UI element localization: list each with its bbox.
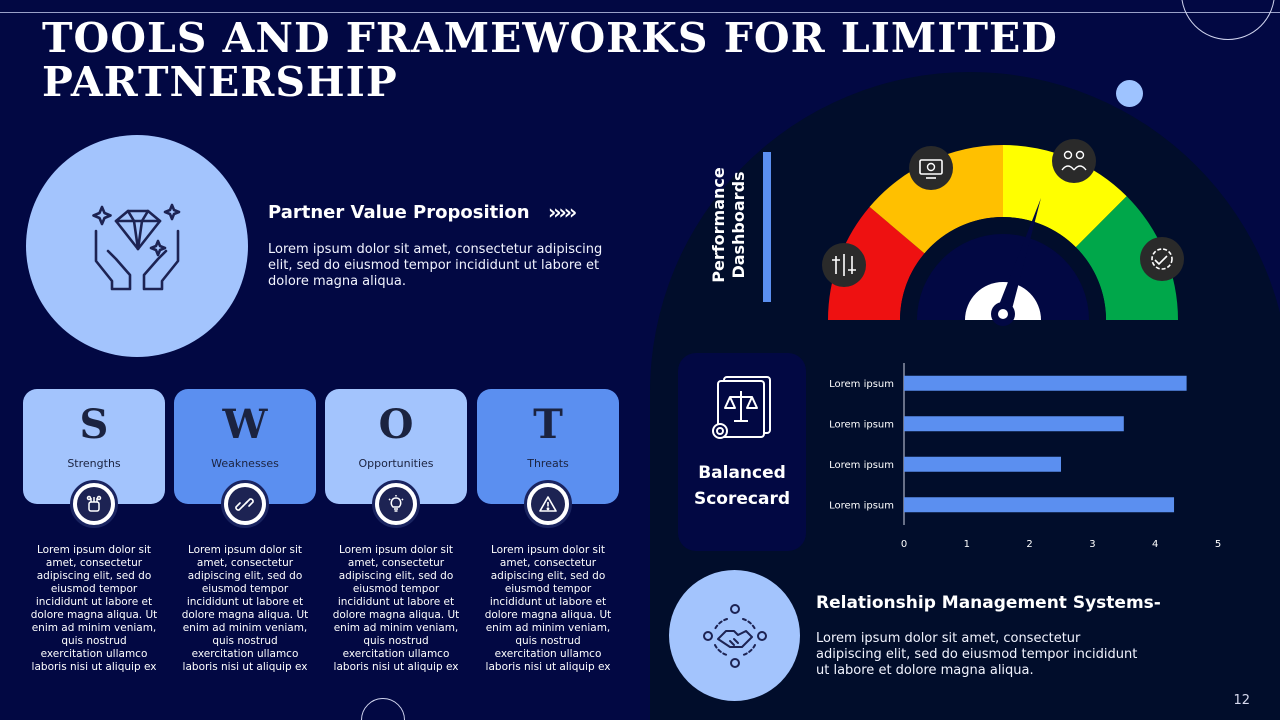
performance-label-line1: Performance (709, 167, 728, 283)
chevron-right-icon: ››››› (548, 200, 577, 224)
chart-tick-label: 3 (1089, 539, 1095, 550)
gauge-needle (997, 198, 1041, 313)
decorative-ring-bottom (361, 698, 405, 720)
relationship-text: Lorem ipsum dolor sit amet, consectetur … (816, 631, 1138, 678)
chart-bar (904, 416, 1124, 432)
scales-document-icon (712, 376, 771, 439)
performance-gauge (822, 139, 1184, 326)
chart-category-label: Lorem ipsum (829, 419, 894, 430)
page-number: 12 (1233, 693, 1250, 708)
swot-text-weaknesses: Lorem ipsum dolor sit amet, consectetur … (181, 544, 309, 673)
chart-tick-label: 2 (1026, 539, 1032, 550)
gauge-segment-red (828, 206, 925, 320)
chart-tick-label: 1 (964, 539, 970, 550)
gauge-segment-green (1075, 196, 1178, 320)
swot-letter: O (378, 401, 414, 448)
diamond-hands-icon (92, 203, 181, 291)
chart-bar (904, 456, 1061, 472)
gauge-hub-dark (917, 234, 1089, 320)
swot-text-threats: Lorem ipsum dolor sit amet, consectetur … (484, 544, 612, 673)
swot-label: Weaknesses (211, 457, 279, 470)
chart-bar (904, 375, 1187, 391)
chart-category-label: Lorem ipsum (829, 379, 894, 390)
lightbulb-icon (372, 480, 420, 528)
network-handshake-icon (702, 603, 767, 668)
performance-accent-bar (763, 152, 771, 302)
swot-text-strengths: Lorem ipsum dolor sit amet, consectetur … (30, 544, 158, 673)
gauge-segment-orange (869, 145, 1003, 254)
partner-value-title: Partner Value Proposition (268, 202, 530, 223)
warning-icon (524, 480, 572, 528)
handshake-gear-icon (1140, 237, 1184, 281)
top-divider-line (0, 12, 1280, 13)
decorative-dot (1116, 80, 1143, 107)
chart-category-label: Lorem ipsum (829, 500, 894, 511)
balanced-scorecard-line2: Scorecard (693, 489, 790, 509)
chart-category-label: Lorem ipsum (829, 460, 894, 471)
computer-gear-icon (909, 146, 953, 190)
chart-tick-label: 5 (1215, 539, 1221, 550)
broken-link-icon (221, 480, 269, 528)
swot-label: Threats (527, 457, 569, 470)
swot-label: Strengths (67, 457, 121, 470)
partner-value-text: Lorem ipsum dolor sit amet, consectetur … (268, 242, 603, 289)
chart-tick-label: 4 (1152, 539, 1158, 550)
chart-tick-label: 0 (901, 539, 907, 550)
partner-value-circle (26, 135, 248, 357)
relationship-title: Relationship Management Systems- (816, 593, 1161, 613)
relationship-circle (669, 570, 800, 701)
swot-letter: S (79, 401, 109, 448)
swot-card-threats: T Threats (477, 389, 619, 504)
swot-letter: W (222, 401, 268, 448)
people-gear-icon (1052, 139, 1096, 183)
swot-letter: T (533, 401, 563, 448)
swot-text-opportunities: Lorem ipsum dolor sit amet, consectetur … (332, 544, 460, 673)
balanced-scorecard-title: Balanced Scorecard (678, 460, 806, 512)
balanced-scorecard-line1: Balanced (698, 463, 786, 483)
fist-icon (70, 480, 118, 528)
page-title: TOOLS AND FRAMEWORKS FOR LIMITED PARTNER… (42, 14, 1058, 106)
swot-label: Opportunities (358, 457, 434, 470)
tools-icon (822, 243, 866, 287)
performance-label-line2: Dashboards (729, 171, 748, 279)
chart-bar (904, 497, 1175, 513)
